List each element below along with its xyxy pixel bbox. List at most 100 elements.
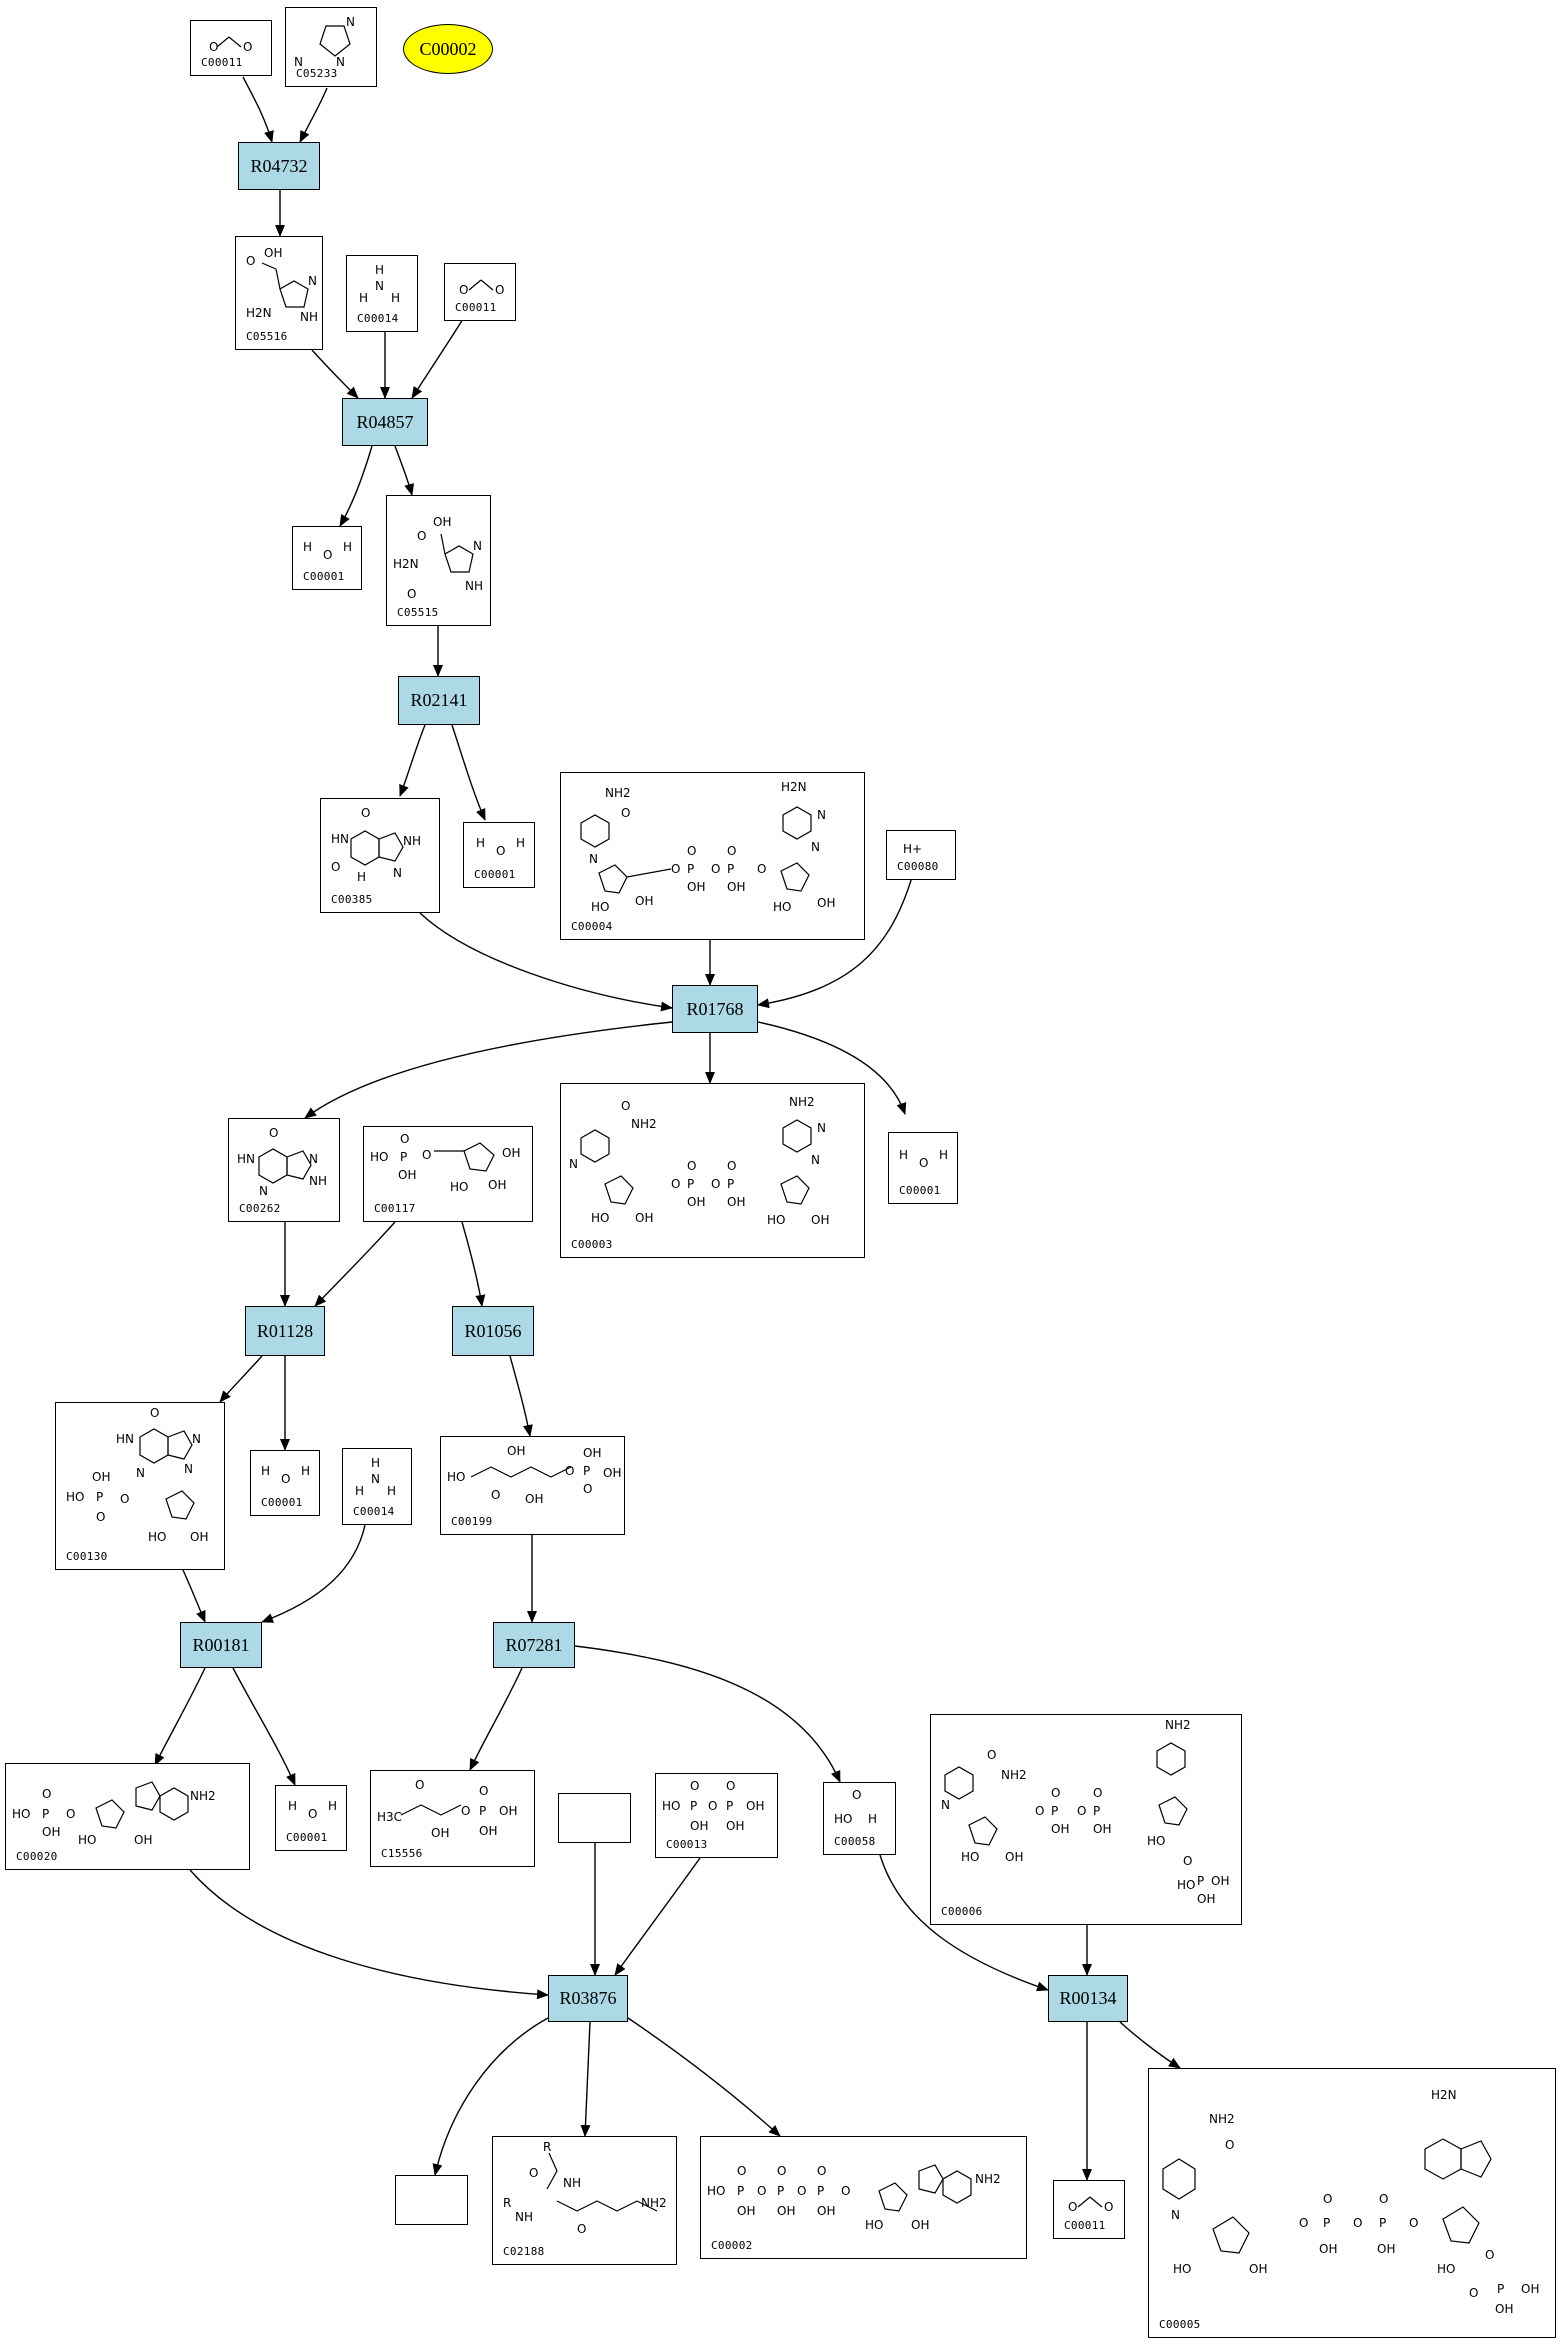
reaction-R00134[interactable]: R00134 (1048, 1975, 1128, 2022)
root-compound-ellipse[interactable]: C00002 (403, 24, 493, 74)
svg-text:H2N: H2N (1431, 2088, 1457, 2102)
svg-text:O: O (919, 1156, 928, 1170)
svg-text:O: O (1093, 1786, 1102, 1800)
hypoxanthine-structure: OHN NN NH (237, 1126, 327, 1198)
svg-text:OH: OH (488, 1178, 506, 1192)
svg-text:NH2: NH2 (1001, 1768, 1027, 1782)
svg-text:H: H (261, 1464, 270, 1478)
svg-text:O: O (1068, 2200, 1077, 2214)
svg-text:OH: OH (525, 1492, 543, 1506)
water-structure: HO H (476, 836, 525, 858)
reaction-R02141[interactable]: R02141 (398, 676, 480, 725)
formate-structure: OHO H (834, 1788, 877, 1826)
svg-text:OH: OH (583, 1446, 601, 1460)
compound-id: C00130 (66, 1550, 108, 1563)
compound-id: C00003 (571, 1238, 613, 1251)
svg-text:H: H (516, 836, 525, 850)
svg-text:O: O (42, 1787, 51, 1801)
svg-text:H: H (343, 540, 352, 554)
svg-text:O: O (757, 2184, 766, 2198)
svg-text:N: N (393, 866, 402, 880)
svg-text:OH: OH (1005, 1850, 1023, 1864)
svg-text:OH: OH (134, 1833, 152, 1847)
svg-text:OH: OH (737, 2204, 755, 2218)
reaction-R01128[interactable]: R01128 (245, 1306, 325, 1356)
svg-text:O: O (495, 283, 504, 297)
edge (461, 1221, 486, 1307)
svg-text:P: P (1051, 1804, 1058, 1818)
reaction-R01056[interactable]: R01056 (452, 1306, 534, 1356)
compound-id: C00001 (261, 1496, 303, 1509)
svg-text:OH: OH (726, 1819, 744, 1833)
svg-text:OH: OH (635, 1211, 653, 1225)
svg-text:P: P (727, 862, 734, 876)
svg-text:P: P (1197, 1874, 1204, 1888)
reaction-R01768[interactable]: R01768 (672, 985, 758, 1033)
compound-id: C00262 (239, 1202, 281, 1215)
svg-text:O: O (331, 860, 340, 874)
svg-text:OH: OH (817, 2204, 835, 2218)
svg-text:H: H (303, 540, 312, 554)
edge (311, 349, 359, 399)
svg-text:NH: NH (309, 1174, 327, 1188)
svg-text:P: P (777, 2184, 784, 2198)
reaction-R03876[interactable]: R03876 (548, 1975, 628, 2022)
reaction-R00181[interactable]: R00181 (180, 1622, 262, 1668)
svg-text:NH2: NH2 (631, 1117, 657, 1131)
compound-id: C00001 (303, 570, 345, 583)
svg-text:O: O (269, 1126, 278, 1140)
svg-text:H: H (357, 870, 366, 884)
svg-text:OH: OH (727, 880, 745, 894)
compound-box-c00080[interactable]: H+ C00080 (886, 830, 956, 880)
edge (299, 87, 328, 143)
compound-id: C00080 (897, 860, 939, 873)
svg-text:OH: OH (777, 2204, 795, 2218)
edge (219, 1355, 263, 1403)
compound-id: C00014 (353, 1505, 395, 1518)
svg-text:OH: OH (507, 1444, 525, 1458)
svg-text:OH: OH (687, 1195, 705, 1209)
reaction-R04857[interactable]: R04857 (342, 398, 428, 446)
reaction-R04732[interactable]: R04732 (238, 142, 320, 190)
empty-compound-box[interactable] (395, 2175, 468, 2225)
svg-text:NH: NH (403, 834, 421, 848)
empty-compound-box[interactable] (558, 1793, 631, 1843)
reaction-R07281[interactable]: R07281 (493, 1622, 575, 1668)
svg-text:O: O (407, 587, 416, 601)
svg-text:O: O (417, 529, 426, 543)
compound-id: C00117 (374, 1202, 416, 1215)
